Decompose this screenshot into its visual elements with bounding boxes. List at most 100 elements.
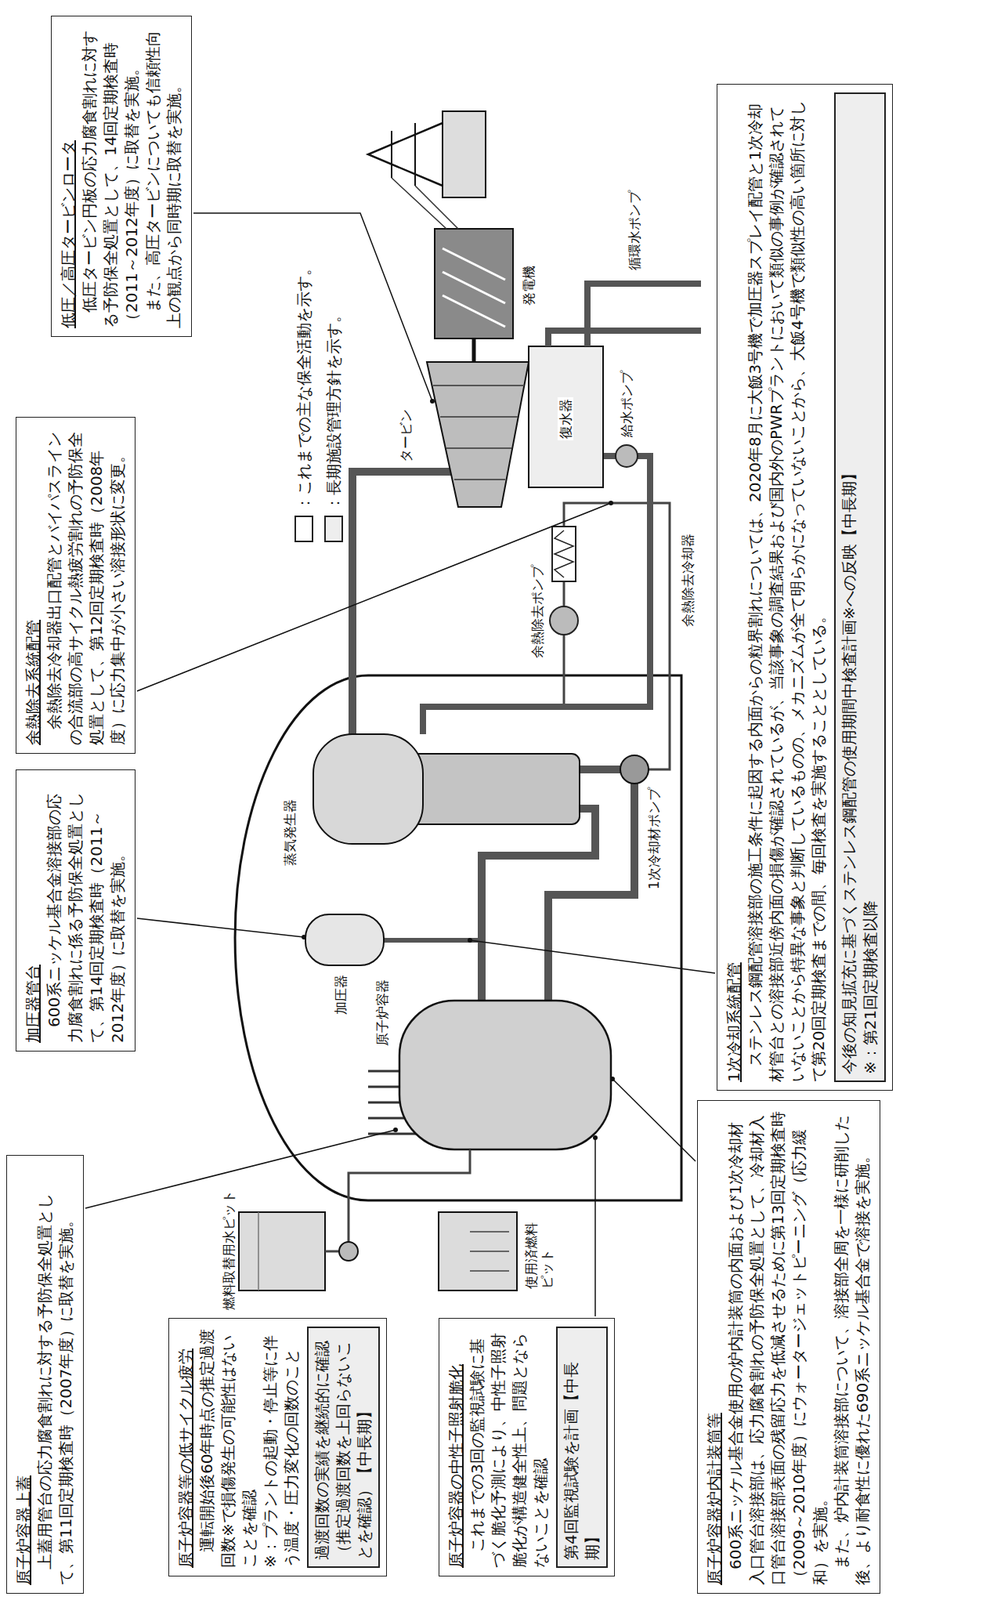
part-label: 循環水ポンプ	[626, 188, 643, 272]
tower-arm	[390, 130, 393, 178]
circulating-water-pipe	[548, 283, 701, 347]
part-label: タービン	[397, 407, 414, 464]
primary-pump	[620, 755, 649, 784]
part-label: 燃料取替用水ピット	[220, 1188, 237, 1312]
box-text: 運転開始後60年時点の推定過渡回数※で損傷発生の可能性はないことを確認	[196, 1326, 261, 1568]
leader-dot	[429, 398, 435, 404]
callout-box: 低圧／高圧タービンロータ低圧タービン円板の応力腐食割れに対する予防保全処置として…	[50, 15, 192, 337]
box-heading: 1次冷却系統配管	[723, 92, 745, 1082]
fuel-rack	[469, 1230, 510, 1233]
generator-hatch	[442, 248, 506, 327]
box-text: また、高圧タービンについても信頼性向上の観点から同時期に取替を実施。	[142, 24, 185, 329]
box-text: また、炉内計装筒溶接部について、溶接部全周を一様に研削した後、より耐食性に優れた…	[831, 1108, 874, 1585]
fuel-rack	[469, 1269, 510, 1272]
part-label: 余熱除去冷却器	[679, 531, 696, 629]
part-label: 原子炉容器	[374, 977, 391, 1048]
part-label: 使用済燃料ピット	[523, 1208, 556, 1290]
fuel-racks	[469, 1231, 510, 1271]
part-label: 発電機	[520, 263, 537, 308]
legend-swatch	[324, 515, 344, 542]
box-heading: 加圧器管台	[22, 777, 44, 1043]
leader-dot	[393, 1127, 398, 1132]
turbine-blade	[446, 447, 512, 449]
spent-fuel-pit	[438, 1211, 517, 1290]
box-text: 600系ニッケル基合金溶接部の応力腐食割れに係る予防保全処置として、第14回定期…	[43, 777, 129, 1043]
hatch-line	[442, 271, 506, 304]
pressurizer	[305, 914, 384, 965]
callout-box: 原子炉容器炉内計装筒等600系ニッケル基合金使用の炉内計装筒の内面および1次冷却…	[697, 1099, 881, 1594]
callout-box: 1次冷却系統配管ステンレス鋼配管溶接部の施工条件に起因する内面からの粒界割れにつ…	[716, 83, 893, 1091]
box-heading: 低圧／高圧タービンロータ	[57, 24, 80, 329]
box-text: これまでの3回の監視試験に基づく脆化予測により、中性子照射脆化が構造健全性上、問…	[466, 1326, 552, 1568]
leader-line	[594, 1137, 597, 1316]
legend-row: ：長期施設管理方針を示す。	[323, 307, 344, 542]
box-heading: 原子炉容器上蓋	[13, 1163, 35, 1585]
box-text: 上蓋用管台の応力腐食割れに対する予防保全処置として、第11回定期検査時（2007…	[34, 1163, 77, 1585]
leader-line	[469, 939, 716, 973]
part-label: 加圧器	[332, 972, 349, 1016]
long-term-box: 第4回監視試験を計画【中長期】	[556, 1326, 608, 1568]
box-text: ※：第21回定期検査以降	[859, 100, 882, 1074]
leader-line	[137, 917, 304, 937]
fuel-rack	[469, 1250, 510, 1252]
part-label: 復水器	[557, 397, 574, 441]
box-text: 低圧タービン円板の応力腐食割れに対する予防保全処置として、14回定期検査時（20…	[79, 24, 143, 329]
callout-box: 原子炉容器等の低サイクル疲労運転開始後60年時点の推定過渡回数※で損傷発生の可能…	[168, 1317, 387, 1576]
part-label: 余熱除去ポンプ	[529, 563, 546, 660]
box-heading: 原子炉容器の中性子照射脆化	[445, 1326, 467, 1568]
box-text: 600系ニッケル基合金使用の炉内計装筒の内面および1次冷却材入口管台溶接部は、応…	[725, 1108, 832, 1585]
legend-swatch	[294, 515, 314, 542]
reactor-vessel	[399, 1000, 611, 1149]
main-steam-pipe	[352, 471, 459, 750]
rhr-pipe	[563, 502, 670, 770]
box-text: 今後の知見拡充に基づくステンレス鋼配管の使用期間中検査計画※への反映【中長期】	[838, 100, 860, 1074]
legend-row: ：これまでの主な保全活動を示す。	[293, 260, 315, 542]
turbine-blade	[433, 384, 524, 387]
refueling-pump	[339, 1241, 358, 1261]
long-term-box: 過渡回数の実績を継続的に確認（推定過渡回数を上回らないことを確認）【中長期】	[307, 1326, 380, 1568]
refueling-water-pit	[238, 1211, 326, 1290]
box-heading: 余熱除去系統配管	[22, 425, 44, 745]
water-surface	[257, 1211, 260, 1290]
footnote: ※：プラントの起動・停止等に伴う温度・圧力変化の回数のこと	[260, 1326, 303, 1568]
leader-line	[85, 1129, 396, 1208]
power-line	[391, 177, 459, 229]
rhr-pump	[549, 606, 579, 635]
part-label: 給水ポンプ	[618, 368, 635, 439]
generator	[434, 228, 514, 339]
tower-arm	[414, 122, 416, 186]
callout-box: 原子炉容器の中性子照射脆化これまでの3回の監視試験に基づく脆化予測により、中性子…	[438, 1317, 615, 1576]
box-text: 余熱除去冷却器出口配管とバイパスラインの合流部の高サイクル熱疲労割れの予防保全処…	[43, 425, 129, 745]
turbine-blade	[454, 478, 506, 481]
turbine-blade	[440, 415, 518, 418]
box-text: 過渡回数の実績を継続的に確認（推定過渡回数を上回らないことを確認）【中長期】	[311, 1333, 376, 1560]
box-heading: 原子炉容器等の低サイクル疲労	[175, 1326, 197, 1568]
callout-box: 原子炉容器上蓋上蓋用管台の応力腐食割れに対する予防保全処置として、第11回定期検…	[6, 1154, 84, 1594]
feedwater-pump	[615, 444, 638, 467]
containment-vessel	[234, 675, 682, 1200]
cooler-coil	[554, 530, 574, 578]
rhr-cooler	[552, 526, 576, 582]
legend-text: ：長期施設管理方針を示す。	[323, 307, 344, 511]
part-label: 蒸気発生器	[281, 797, 298, 868]
hatch-line	[442, 295, 506, 327]
leader-dot	[592, 1134, 598, 1140]
box-text: 第4回監視試験を計画【中長期】	[560, 1333, 604, 1560]
steam-generator-dome	[313, 733, 423, 844]
turbine-blades	[433, 385, 524, 480]
legend-text: ：これまでの主な保全活動を示す。	[293, 260, 315, 511]
turbine	[426, 361, 529, 507]
substation	[442, 111, 486, 198]
leader-dot	[301, 934, 307, 940]
leader-dot	[608, 500, 614, 506]
box-heading: 原子炉容器炉内計装筒等	[704, 1108, 726, 1585]
callout-box: 余熱除去系統配管余熱除去冷却器出口配管とバイパスラインの合流部の高サイクル熱疲労…	[15, 416, 136, 754]
surge-line	[383, 937, 482, 943]
callout-box: 加圧器管台600系ニッケル基合金溶接部の応力腐食割れに係る予防保全処置として、第…	[15, 769, 136, 1052]
shaft	[472, 338, 477, 362]
leader-dot	[467, 937, 473, 943]
long-term-box: 今後の知見拡充に基づくステンレス鋼配管の使用期間中検査計画※への反映【中長期】※…	[834, 92, 886, 1082]
condenser	[528, 346, 604, 488]
leader-line	[137, 502, 611, 691]
